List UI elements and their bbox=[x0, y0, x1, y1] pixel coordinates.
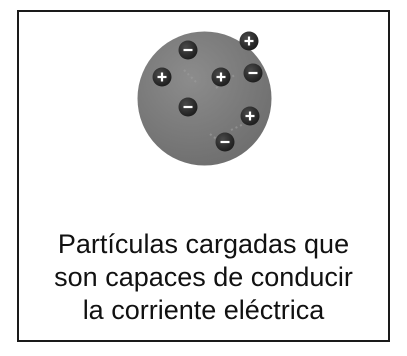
negative-charge-icon bbox=[215, 132, 235, 152]
positive-charge-icon bbox=[239, 31, 259, 51]
conductor-sphere-diagram bbox=[137, 31, 272, 166]
sphere-body bbox=[137, 31, 272, 166]
caption: Partículas cargadas que son capaces de c… bbox=[19, 228, 388, 327]
charged-particles bbox=[152, 31, 263, 152]
positive-charge-icon bbox=[211, 67, 231, 87]
positive-charge-icon bbox=[152, 67, 172, 87]
caption-line-3: la corriente eléctrica bbox=[82, 295, 325, 325]
caption-line-2: son capaces de conducir bbox=[54, 262, 353, 292]
negative-charge-icon bbox=[178, 97, 198, 117]
caption-line-1: Partículas cargadas que bbox=[57, 229, 350, 259]
diagram-card: Partículas cargadas que son capaces de c… bbox=[17, 10, 390, 342]
positive-charge-icon bbox=[240, 106, 260, 126]
negative-charge-icon bbox=[178, 40, 198, 60]
negative-charge-icon bbox=[243, 63, 263, 83]
